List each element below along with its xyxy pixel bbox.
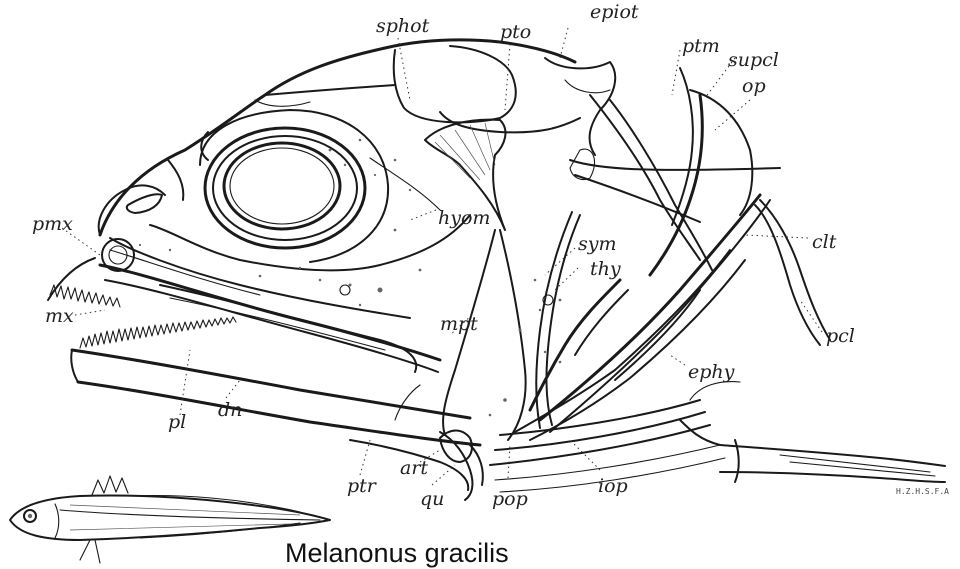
label-sphot: sphot: [376, 15, 430, 37]
label-pop: pop: [492, 488, 528, 510]
hyomandibular: [425, 120, 526, 440]
label-dn: dn: [218, 399, 242, 421]
label-ptm: ptm: [682, 35, 720, 57]
label-mx: mx: [45, 305, 74, 327]
label-epiot: epiot: [590, 1, 639, 23]
label-pmx: pmx: [32, 213, 73, 235]
label-ephy: ephy: [688, 361, 735, 383]
figure-caption: Melanonus gracilis: [285, 538, 509, 568]
vertebral-column: [680, 382, 945, 482]
label-mpt: mpt: [440, 313, 478, 335]
whole-fish-illustration: [10, 476, 330, 563]
label-supcl: supcl: [728, 49, 779, 71]
label-art: art: [400, 457, 428, 479]
label-op: op: [742, 75, 766, 97]
stippling: [139, 139, 561, 417]
quadrate: [440, 431, 483, 486]
label-pl: pl: [168, 411, 186, 433]
illustrator-signature: H.Z.H.S.F.A: [896, 487, 949, 496]
label-sym: sym: [578, 233, 617, 255]
label-iop: iop: [598, 475, 628, 497]
label-ptr: ptr: [347, 475, 378, 497]
label-clt: clt: [812, 231, 837, 253]
cranium: [99, 40, 615, 270]
label-hyom: hyom: [438, 207, 490, 229]
label-thy: thy: [590, 258, 621, 280]
orbit-ring: [200, 110, 388, 262]
pectoral-girdle: [515, 68, 830, 440]
label-qu: qu: [420, 488, 444, 510]
label-pcl: pcl: [826, 325, 855, 347]
label-pto: pto: [500, 21, 531, 43]
upper-jaw: [48, 238, 440, 372]
